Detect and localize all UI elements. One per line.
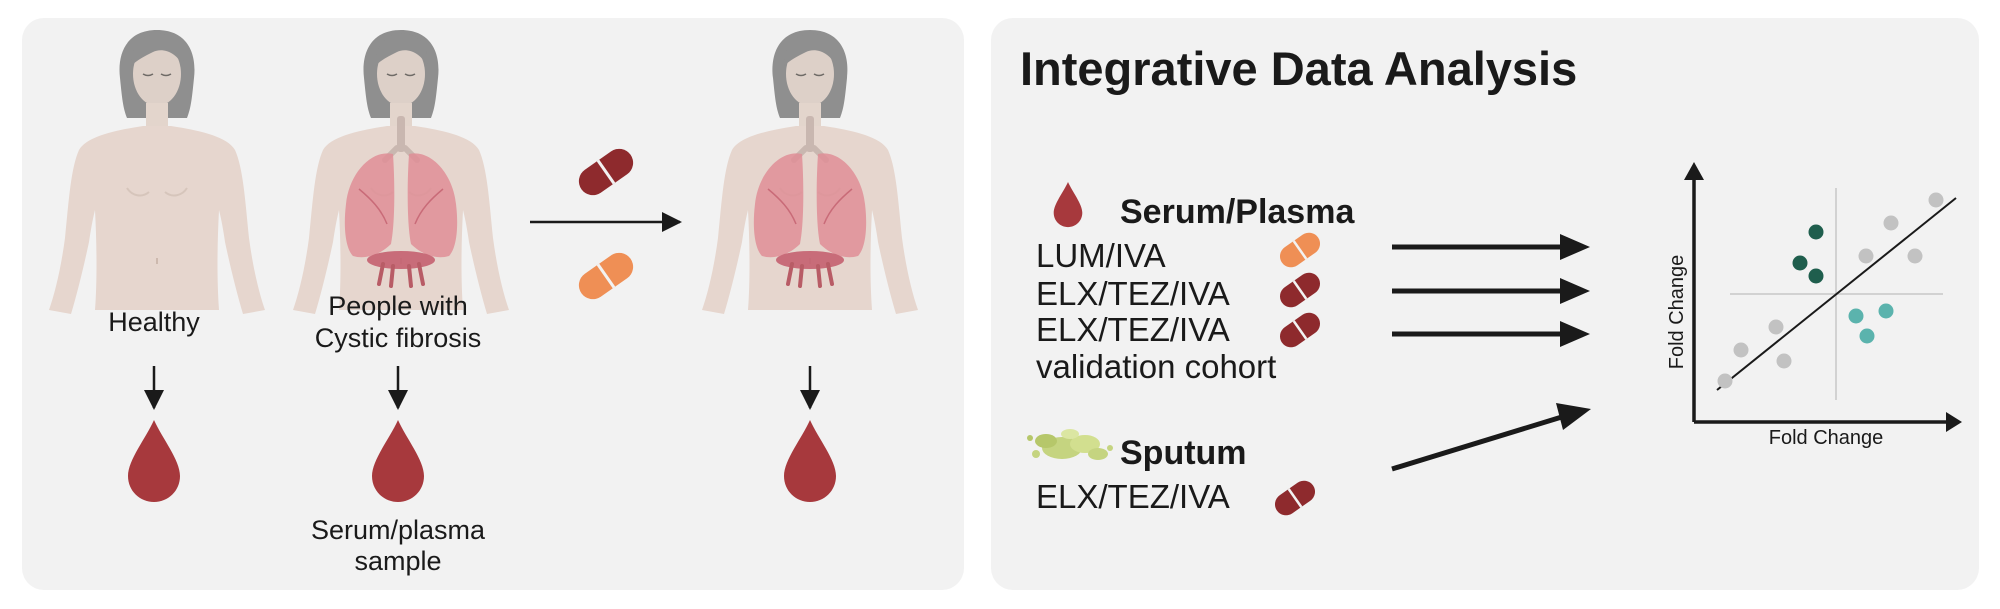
pill-icon [578,148,634,196]
data-point [1928,192,1944,208]
sputum-item: ELX/TEZ/IVA [1036,478,1230,515]
serum-item: ELX/TEZ/IVA [1036,275,1230,312]
cf-person-icon [292,29,510,315]
blood-drop-icon [128,420,180,502]
data-point [1717,373,1733,389]
serum-item: ELX/TEZ/IVA [1036,311,1230,348]
serum-item: validation cohort [1036,348,1277,385]
data-point [1878,303,1894,319]
serum-heading: Serum/Plasma [1120,193,1355,231]
integrative-analysis-panel [991,18,1979,590]
data-point [1883,215,1899,231]
blood-drop-icon [372,420,424,502]
plot-diagonal [1716,197,1957,391]
data-point [1859,328,1875,344]
data-point [1768,319,1784,335]
blood-drop-icon [784,420,836,502]
pill-icon [1279,312,1321,348]
data-point [1776,353,1792,369]
analysis-arrows [1391,234,1591,472]
serum-item: LUM/IVA [1036,237,1166,274]
fold-change-plot [1684,162,1962,432]
plot-x-label: Fold Change [1768,427,1884,449]
cf-label-line2: Cystic fibrosis [314,323,482,353]
data-point [1848,308,1864,324]
pill-icon [1279,272,1321,308]
sputum-icon [1027,429,1113,460]
pill-icon [1279,232,1321,268]
data-point [1808,268,1824,284]
data-point [1733,342,1749,358]
data-point [1907,248,1923,264]
sample-label-line2: sample [354,546,442,576]
sputum-heading: Sputum [1120,434,1247,472]
blood-drop-icon [1053,182,1083,228]
sample-label-line1: Serum/plasma [310,515,486,545]
healthy-person-icon [48,29,266,315]
data-point [1808,224,1824,240]
pill-icon [1274,480,1316,516]
healthy-label: Healthy [108,307,200,337]
plot-y-label: Fold Change [1666,254,1688,370]
cf-label-line1: People with [328,291,468,321]
data-point [1792,255,1808,271]
data-point [1858,248,1874,264]
pill-icon [578,252,634,300]
page-title: Integrative Data Analysis [1020,42,1578,95]
treated-person-icon [701,29,919,315]
